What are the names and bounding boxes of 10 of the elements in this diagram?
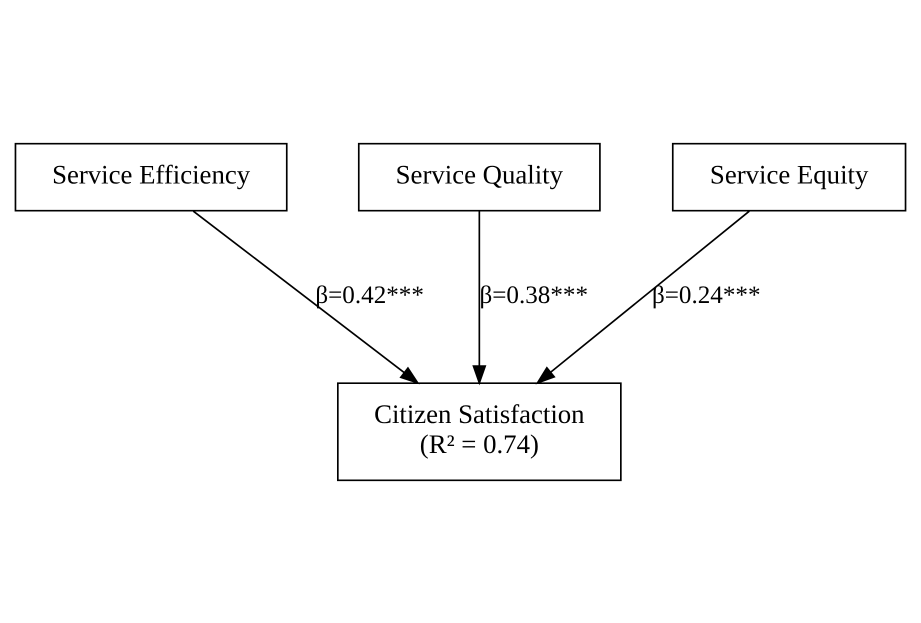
node-box: Service Equity [672,142,906,212]
node-box: Service Quality [358,142,601,212]
arrow [536,210,750,384]
edge-label: β=0.24*** [652,281,761,308]
node-box: Citizen Satisfaction (R² = 0.74) [337,382,622,481]
edge-label: β=0.38*** [479,281,588,308]
arrow [192,210,420,384]
arrow [472,210,486,385]
edge-label: β=0.42*** [315,281,424,308]
node-box: Service Efficiency [14,142,288,212]
